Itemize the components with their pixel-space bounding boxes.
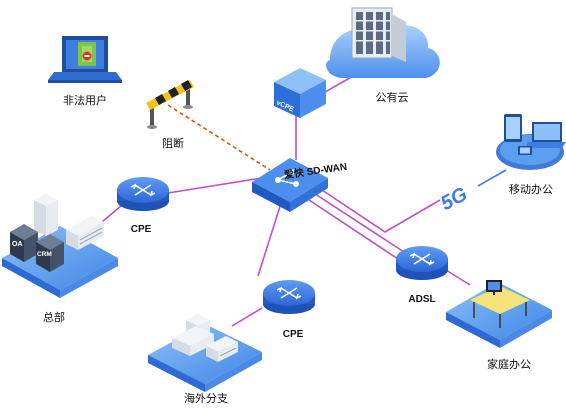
label-cpe-branch: CPE (283, 329, 304, 340)
link-5g-mobile (477, 169, 507, 187)
link-adsl-home (445, 269, 471, 286)
router-arrows-icon (276, 286, 302, 300)
label-adsl: ADSL (408, 294, 435, 305)
illegal-user-laptop (48, 36, 122, 83)
vcpe-device: vCPE (274, 68, 326, 118)
label-oa: OA (12, 241, 23, 248)
link-illegal-user-blocked (167, 104, 271, 171)
home-office-platform (446, 280, 552, 348)
link-sdwan-cpe-hq (167, 177, 263, 194)
router-arrows-icon (409, 252, 435, 266)
router-arrows-icon (130, 183, 156, 197)
server-icon (34, 194, 58, 236)
overseas-branch-platform (148, 314, 262, 392)
server-rack-icon (172, 326, 214, 356)
label-mobile-office: 移动办公 (509, 183, 553, 196)
public-cloud-icon (326, 7, 440, 79)
cpe-router-branch (263, 280, 315, 314)
desk-icon (470, 286, 530, 328)
link-sdwan-adsl-a (299, 193, 399, 260)
mobile-office-cluster (496, 114, 566, 170)
share-icon (275, 169, 299, 187)
rack-icon (66, 216, 104, 250)
sdwan-hub-device (252, 158, 328, 212)
connection-lines (94, 71, 507, 327)
monitor-icon (486, 280, 502, 295)
label-illegal-user: 非法用户 (63, 93, 107, 107)
label-hq: 总部 (43, 310, 65, 324)
svg-text:5G: 5G (437, 183, 471, 215)
label-block: 阻断 (162, 136, 184, 150)
cpe-router-hq (117, 177, 169, 211)
label-public-cloud: 公有云 (376, 90, 409, 104)
tablet-icon (504, 114, 522, 142)
storage-icon (206, 336, 238, 362)
hq-platform: OA CRM (2, 194, 118, 298)
oa-server-icon: OA (10, 224, 38, 262)
label-overseas-branch: 海外分支 (184, 391, 228, 405)
laptop-icon (526, 122, 566, 148)
label-crm: CRM (37, 251, 52, 258)
link-branch-cpe (231, 307, 263, 327)
label-home-office: 家庭办公 (487, 357, 531, 371)
crm-server-icon: CRM (36, 234, 64, 272)
link-sdwan-mobile (309, 181, 441, 233)
link-sdwan-adsl-b (305, 187, 405, 253)
phone-icon (518, 146, 532, 155)
adsl-router (396, 246, 448, 280)
5g-icon: 5G (437, 183, 471, 215)
label-cpe-hq: CPE (131, 224, 152, 235)
link-sdwan-cpe-branch (257, 199, 283, 277)
block-barrier-icon (146, 80, 194, 129)
